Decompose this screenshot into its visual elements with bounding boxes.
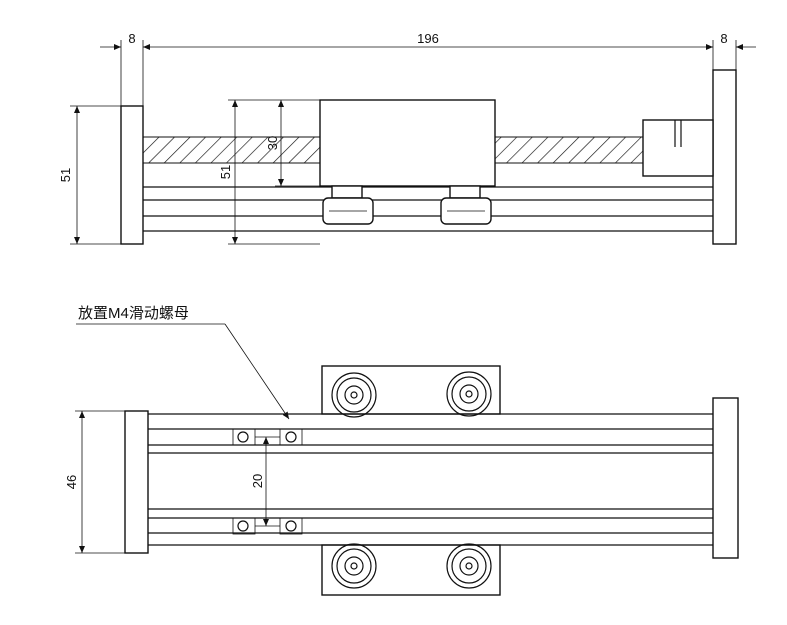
wheel-upper-right [446, 371, 492, 417]
right-end-plate-top [712, 397, 739, 559]
lead-screw-right [494, 136, 644, 164]
slot-nut-upper [232, 428, 303, 446]
wheel-upper-left [331, 372, 377, 418]
dim-label-left-plate: 8 [128, 31, 135, 46]
dim-slot-spacing [255, 436, 280, 527]
wheel-lower-right [446, 543, 492, 589]
dim-carriage-height [275, 100, 320, 187]
top-view: 20 46 放置M4滑动螺母 [64, 305, 739, 596]
left-end-plate-top [124, 410, 149, 554]
roller-right-side [440, 185, 492, 225]
dim-rail-width [75, 410, 125, 554]
dim-top [100, 40, 756, 106]
wheel-plate-lower [321, 544, 501, 596]
carriage-block [319, 99, 496, 187]
wheel-plate-upper [321, 365, 501, 415]
dim-label-outer-height: 51 [58, 168, 73, 182]
dim-label-inner-height: 51 [218, 165, 233, 179]
wheel-lower-left [331, 543, 377, 589]
left-end-plate [120, 105, 144, 245]
lead-screw-left [142, 136, 321, 164]
nut-note-label: 放置M4滑动螺母 [78, 305, 189, 322]
dim-inner-height [228, 99, 320, 245]
dim-label-slot-spacing: 20 [250, 474, 265, 488]
dim-outer-height [70, 105, 121, 245]
coupling-block [642, 119, 714, 177]
right-end-plate [712, 69, 737, 245]
dim-label-overall-length: 196 [417, 31, 439, 46]
dim-label-right-plate: 8 [720, 31, 727, 46]
dim-label-carriage-height: 30 [265, 136, 280, 150]
leader-line [76, 323, 290, 420]
dim-label-rail-width: 46 [64, 475, 79, 489]
roller-left-side [322, 185, 374, 225]
side-view: 8 196 8 51 51 30 [58, 31, 756, 245]
rail-profile-side [143, 186, 713, 232]
